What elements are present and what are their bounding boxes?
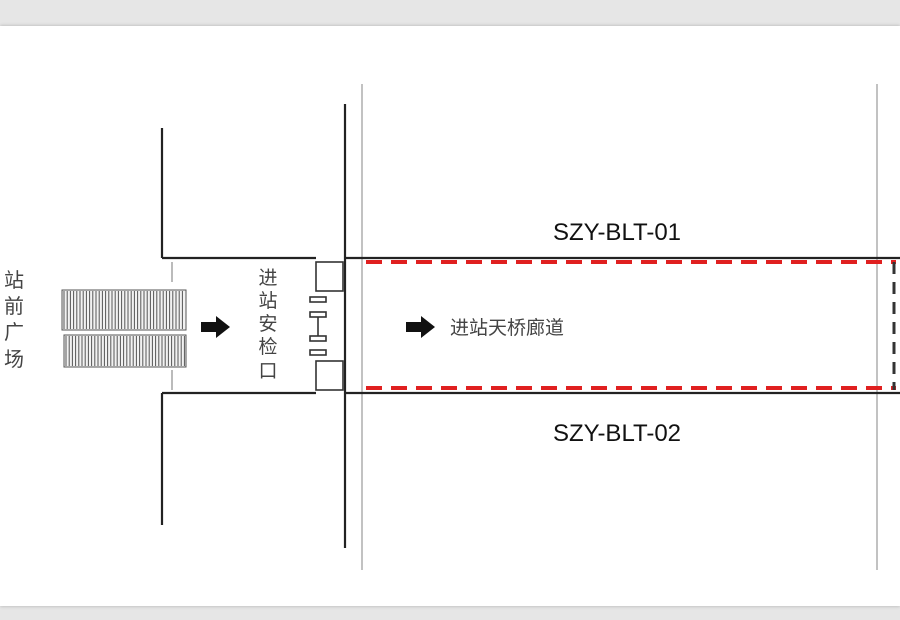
security-devices [309,261,344,391]
gate-post-icon [309,296,327,303]
gate-post-icon [309,349,327,356]
crowd-block-bottom [63,334,187,368]
walls [160,104,900,548]
bottom-code-label: SZY-BLT-02 [553,420,681,447]
checkpoint-label-char: 安 [258,313,277,335]
plaza-label-char: 站 [4,268,24,292]
checkpoint-label-char: 口 [258,360,277,382]
checkpoint-label-char: 进 [258,267,277,289]
scanner-top-icon [315,261,344,292]
crowd-block-top [61,289,187,331]
arrow-right-icon [201,316,230,338]
scanner-bottom-icon [315,360,344,391]
gate-post-icon [309,311,327,318]
plaza-label-char: 前 [4,294,24,318]
top-code-label: SZY-BLT-01 [553,219,681,246]
plaza-label-char: 广 [4,320,24,344]
gate-post-icon [309,335,327,342]
crowd-block-bg [61,289,187,331]
checkpoint-label-char: 站 [258,290,277,312]
checkpoint-label-char: 检 [258,336,277,358]
arrow-right-icon [406,316,435,338]
corridor-label: 进站天桥廊道 [450,317,564,339]
arrows [201,316,435,338]
plaza-label-char: 场 [4,347,24,371]
